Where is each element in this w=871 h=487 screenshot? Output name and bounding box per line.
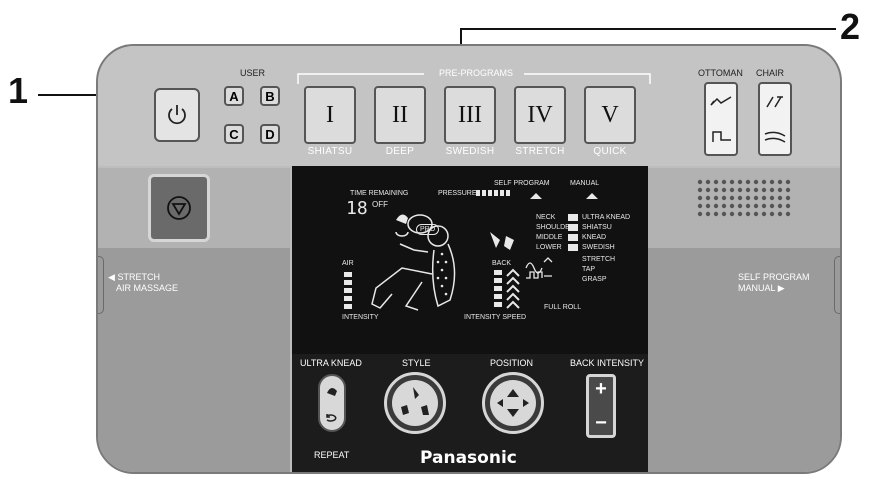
minus-label[interactable]: − [595,412,607,434]
preprogram-caption-swedish: SWEDISH [445,146,495,157]
lcd-time-value: 18 [346,198,368,219]
lcd-zone-neck: NECK [536,214,556,221]
preprogram-caption-quick: QUICK [593,146,627,157]
lcd-style-knead: KNEAD [582,234,607,241]
lcd-full-roll-label: FULL ROLL [544,304,582,311]
left-arrow-icon: ◀ [108,272,115,282]
callout-number-1: 1 [8,70,29,111]
preprograms-label: PRE-PROGRAMS [438,68,513,78]
callout-line-2-horizontal [460,28,836,30]
right-arrow-icon: ▶ [777,283,785,293]
lcd-style-stretch: STRETCH [582,256,616,263]
position-dial[interactable] [482,372,544,434]
ottoman-up-icon [710,95,732,106]
lcd-style-shiatsu: SHIATSU [582,224,612,231]
control-panel: ULTRA KNEAD STYLE POSITION BACK INTENSIT… [292,354,648,472]
lcd-back-label: BACK [492,260,512,267]
preprogram-caption-stretch: STRETCH [515,146,565,157]
lcd-style-swedish: SWEDISH [582,244,615,251]
style-dial[interactable] [384,372,446,434]
preprogram-button-3[interactable]: III [444,86,496,144]
style-hand-icons [401,387,429,415]
lcd-back-intensity-bars [494,270,502,310]
lcd-speed-chevrons [506,268,520,309]
back-intensity-label: BACK INTENSITY [570,358,645,368]
lcd-ultra-knead-icon [395,214,409,237]
remote-control-body: USER A B C D PRE-PROGRAMS I II III IV V … [96,44,842,474]
left-edge-bump [98,256,104,314]
lcd-intensity-speed-label: INTENSITY SPEED [464,314,527,321]
lcd-style-ultra-knead: ULTRA KNEAD [582,214,631,221]
preprograms-bracket [297,73,651,84]
style-label: STYLE [402,358,431,368]
lcd-time-remaining-label: TIME REMAINING [350,190,409,197]
self-program-label: SELF PROGRAM [738,272,810,282]
preprogram-caption-deep: DEEP [385,146,415,157]
air-massage-label: AIR MASSAGE [116,283,179,293]
right-edge-bump [834,256,840,314]
ottoman-button[interactable] [704,82,738,156]
stretch-label: STRETCH [117,272,160,282]
chair-button[interactable] [758,82,792,156]
lcd-zone-indicators [568,214,578,254]
lcd-air-intensity-bars [344,272,352,310]
lcd-self-program-label: SELF PROGRAM [494,180,550,187]
user-button-b[interactable]: B [260,86,280,106]
style-dial-inner [392,380,438,426]
stop-button[interactable] [148,174,210,242]
chair-recline-down-icon [764,131,786,143]
stop-icon [167,196,191,220]
ultra-knead-icon [327,387,337,396]
lcd-display: TIME REMAINING 18 OFF PRESSURE SELF PROG… [292,166,648,354]
ottoman-down-icon [712,130,731,142]
brand-logo: Panasonic [420,448,517,468]
speaker-grille [697,179,791,217]
preprogram-button-4[interactable]: IV [514,86,566,144]
repeat-icon [326,413,337,422]
lcd-style-tap: TAP [582,266,596,273]
lcd-wave-icons [525,257,553,279]
lcd-pressure-label: PRESSURE [438,190,477,197]
back-intensity-button[interactable]: + − [586,374,616,438]
user-button-a[interactable]: A [224,86,244,106]
user-button-c[interactable]: C [224,124,244,144]
repeat-label: REPEAT [314,450,350,460]
plus-label[interactable]: + [595,378,607,400]
lcd-zone-lower: LOWER [536,244,562,251]
ottoman-label: OTTOMAN [698,68,743,78]
position-label: POSITION [490,358,534,368]
lcd-manual-label: MANUAL [570,180,600,187]
preprogram-caption-shiatsu: SHIATSU [307,146,353,157]
user-label: USER [240,68,266,78]
chair-label: CHAIR [756,68,785,78]
power-icon [168,105,186,125]
lcd-air-label: AIR [342,260,354,267]
lcd-off-label: OFF [372,200,388,209]
callout-number-2: 2 [840,6,861,47]
chair-recline-up-icon [766,95,783,107]
preprogram-button-2[interactable]: II [374,86,426,144]
preprogram-button-1[interactable]: I [304,86,356,144]
lcd-indicator-triangles [530,193,598,199]
ultra-knead-label: ULTRA KNEAD [300,358,362,368]
lcd-pro-badge: PRO [416,224,440,235]
preprogram-button-5[interactable]: V [584,86,636,144]
manual-label: MANUAL [738,283,776,293]
position-arrows-icon [497,389,529,417]
lcd-zone-shoulder: SHOULDER [536,224,575,231]
lcd-zone-middle: MIDDLE [536,234,563,241]
power-button[interactable] [154,88,200,142]
user-button-d[interactable]: D [260,124,280,144]
lcd-hands-icon [490,232,514,250]
stretch-air-massage-label[interactable]: ◀ STRETCH AIR MASSAGE [108,272,178,294]
lcd-pressure-bars [476,190,510,196]
ultra-knead-repeat-button[interactable] [318,374,346,432]
right-upper-panel [648,168,840,248]
lcd-style-grasp: GRASP [582,276,607,283]
lcd-intensity-label: INTENSITY [342,314,379,321]
self-program-manual-label[interactable]: SELF PROGRAM MANUAL ▶ [738,272,810,294]
